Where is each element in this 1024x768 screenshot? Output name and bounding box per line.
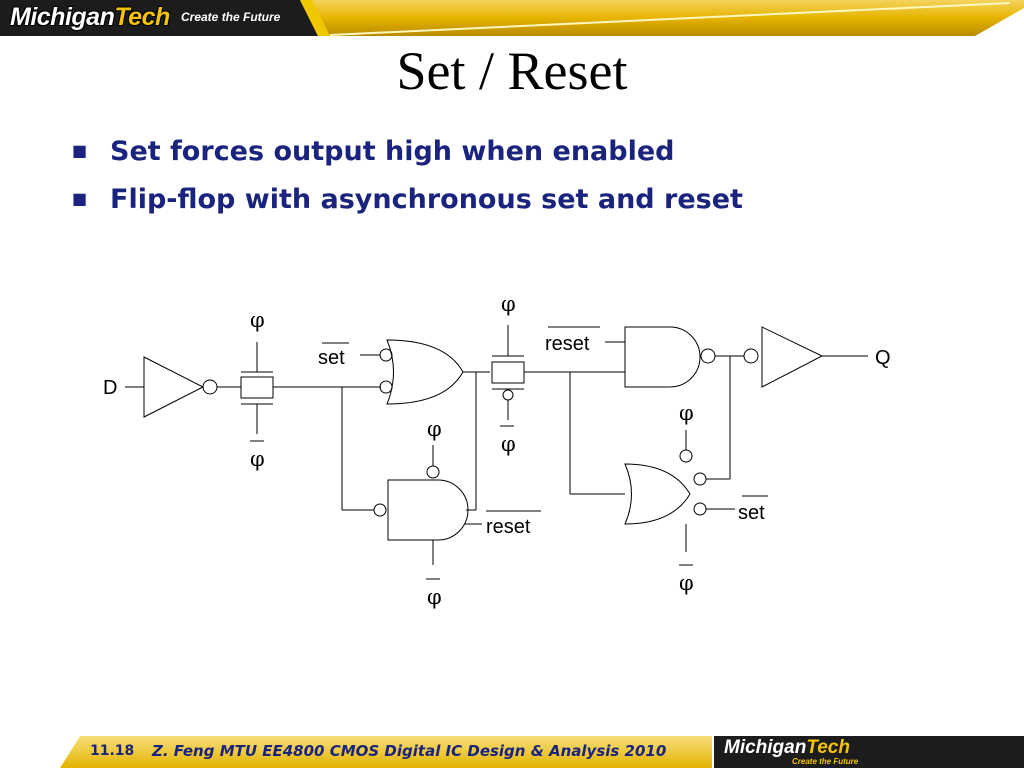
bullet-item: ■ Flip-flop with asynchronous set and res… <box>72 184 743 232</box>
flip-flop-schematic: D Q set reset reset set φ φ φ φ φ φ φ φ <box>103 292 891 609</box>
banner-tagline: Create the Future <box>181 10 281 24</box>
bullet-item: ■ Set forces output high when enabled <box>72 136 743 184</box>
page-number: 11.18 <box>90 743 135 759</box>
label-reset: reset <box>545 333 590 355</box>
label-reset: reset <box>486 516 531 538</box>
or-input-bubble-set <box>693 502 707 516</box>
banner-background <box>0 0 1024 36</box>
label-phi: φ <box>679 401 694 425</box>
nand-input-bubble <box>373 503 387 517</box>
or-input-bubble-set <box>379 348 393 362</box>
inverter-input-bubble <box>743 348 759 364</box>
michigan-tech-logo: MichiganTech <box>10 3 170 31</box>
footer-credit: Z. Feng MTU EE4800 CMOS Digital IC Desig… <box>152 742 667 760</box>
label-d: D <box>103 377 117 399</box>
footer-strip <box>60 736 712 768</box>
or-input-bubble <box>379 380 393 394</box>
bullet-text: Flip-flop with asynchronous set and rese… <box>110 184 743 215</box>
label-set: set <box>318 347 345 369</box>
input-inverter <box>143 356 205 418</box>
label-phi-bar: φ <box>501 432 516 456</box>
header-banner: MichiganTech Create the Future <box>0 0 1024 36</box>
label-phi: φ <box>501 292 516 316</box>
bullet-marker: ■ <box>72 141 88 160</box>
tgate-bubble <box>502 389 514 401</box>
footer-logo: MichiganTech Create the Future <box>714 736 1024 768</box>
label-phi-bar: φ <box>250 447 265 471</box>
label-phi-bar: φ <box>427 585 442 609</box>
bullet-marker: ■ <box>72 189 88 208</box>
label-phi: φ <box>250 308 265 332</box>
or-input-bubble-phi <box>679 449 693 463</box>
slide-title: Set / Reset <box>396 41 628 101</box>
transmission-gate-2 <box>491 361 525 384</box>
label-q: Q <box>875 347 891 369</box>
label-phi: φ <box>427 417 442 441</box>
nand-gate-2 <box>624 326 701 388</box>
label-phi-bar: φ <box>679 571 694 595</box>
label-set: set <box>738 502 765 524</box>
transmission-gate-1 <box>240 376 274 399</box>
or-input-bubble <box>693 472 707 486</box>
bullet-text: Set forces output high when enabled <box>110 136 675 167</box>
nand-gate-1 <box>387 479 469 541</box>
footer-logo-name: MichiganTech <box>724 737 850 758</box>
nand-input-bubble-phi <box>426 465 440 479</box>
or-gate-2 <box>624 463 691 525</box>
or-gate-1 <box>386 339 464 405</box>
nand-output-bubble <box>700 348 716 364</box>
inverter-bubble <box>202 379 218 395</box>
bullet-list: ■ Set forces output high when enabled ■ Fl… <box>72 136 743 232</box>
output-inverter <box>761 326 824 388</box>
footer-logo-tagline: Create the Future <box>792 757 859 766</box>
